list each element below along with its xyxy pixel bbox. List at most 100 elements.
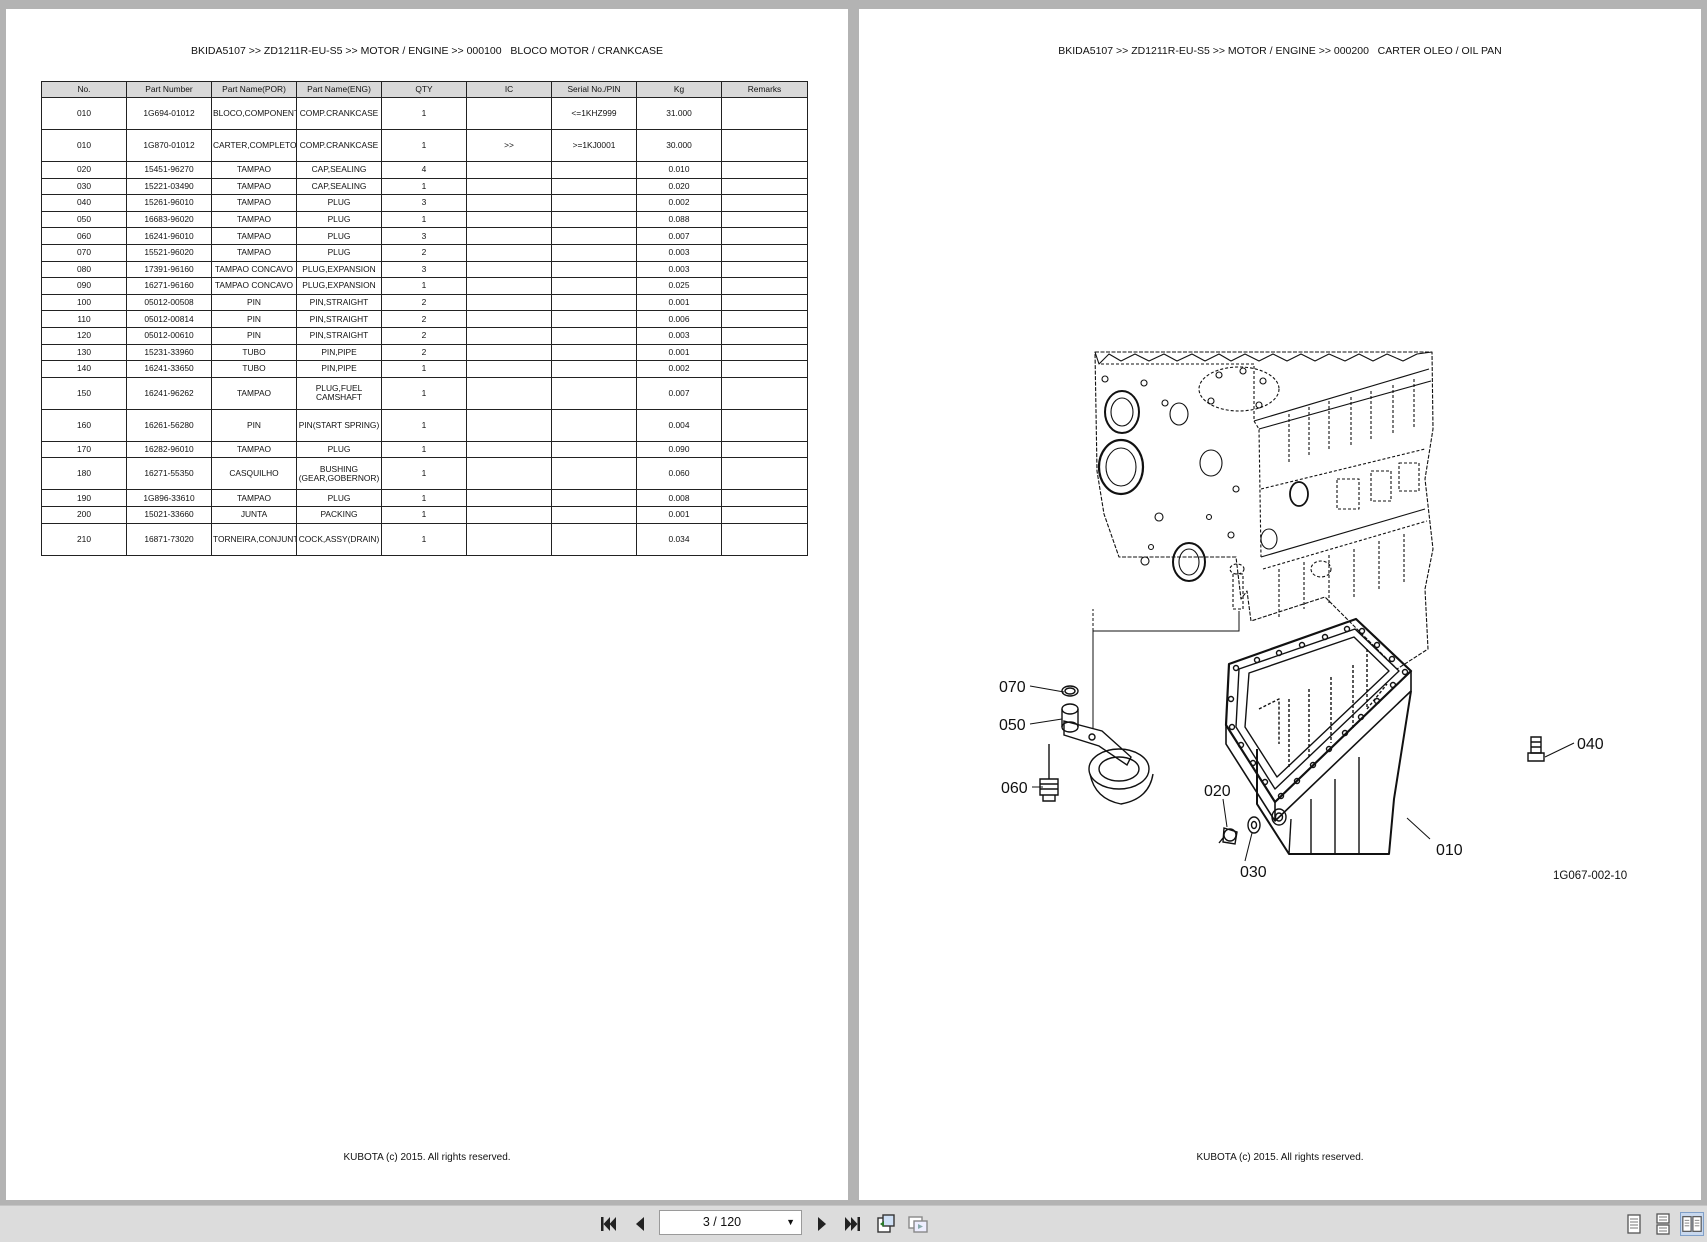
column-header: Remarks (721, 81, 808, 98)
cell-serial (551, 326, 637, 345)
cell-name-eng: PIN,STRAIGHT (296, 293, 382, 312)
cell-ic (466, 457, 552, 491)
column-header: No. (41, 81, 127, 98)
cell-serial (551, 408, 637, 442)
first-page-icon (601, 1217, 616, 1231)
cell-remarks (721, 522, 808, 556)
cell-name-por: BLOCO,COMPONENTE (211, 97, 297, 130)
last-page-button[interactable] (841, 1212, 865, 1236)
engine-block-drawing (1094, 351, 1434, 670)
cell-kg: 0.002 (636, 194, 722, 212)
continuous-view-button[interactable] (1651, 1212, 1675, 1236)
cell-qty: 1 (381, 457, 467, 491)
last-page-icon (845, 1217, 860, 1231)
cell-qty: 4 (381, 161, 467, 179)
cell-part-number: 15021-33660 (126, 505, 212, 524)
single-page-view-button[interactable] (1622, 1212, 1646, 1236)
cell-name-eng: PACKING (296, 505, 382, 524)
column-header: IC (466, 81, 552, 98)
cell-remarks (721, 243, 808, 262)
cell-qty: 1 (381, 97, 467, 130)
presentation-button[interactable] (906, 1212, 930, 1236)
callout-040: 040 (1577, 736, 1604, 753)
cell-ic (466, 227, 552, 245)
cell-ic (466, 210, 552, 229)
cell-qty: 1 (381, 277, 467, 295)
next-page-button[interactable] (810, 1212, 834, 1236)
cell-no: 100 (41, 293, 127, 312)
cell-name-por: TAMPAO (211, 194, 297, 212)
cell-kg: 0.002 (636, 360, 722, 378)
cell-serial (551, 457, 637, 491)
cell-ic (466, 326, 552, 345)
cell-part-number: 16261-56280 (126, 408, 212, 442)
cell-kg: 31.000 (636, 97, 722, 130)
cell-part-number: 15261-96010 (126, 194, 212, 212)
cell-remarks (721, 277, 808, 295)
cell-no: 010 (41, 129, 127, 162)
column-header: Kg (636, 81, 722, 98)
cell-name-eng: CAP,SEALING (296, 161, 382, 179)
oil-pan-exploded-diagram: 070 050 060 020 030 010 040 1G067-002-10 (999, 351, 1627, 882)
cell-kg: 0.034 (636, 522, 722, 556)
cell-no: 150 (41, 376, 127, 410)
cell-name-por: PIN (211, 293, 297, 312)
cell-name-por: PIN (211, 310, 297, 328)
cell-qty: 1 (381, 440, 467, 459)
page-number-text: 3 / 120 (702, 1215, 742, 1229)
cell-qty: 2 (381, 243, 467, 262)
cell-serial (551, 376, 637, 410)
cell-ic (466, 408, 552, 442)
cell-remarks (721, 210, 808, 229)
cell-remarks (721, 260, 808, 279)
chevron-down-icon: ▼ (786, 1217, 795, 1227)
rotate-view-button[interactable] (874, 1212, 898, 1236)
cell-ic (466, 293, 552, 312)
cell-kg: 0.007 (636, 227, 722, 245)
callout-050: 050 (999, 717, 1026, 734)
cell-remarks (721, 293, 808, 312)
cell-qty: 1 (381, 360, 467, 378)
cell-no: 180 (41, 457, 127, 491)
first-page-button[interactable] (596, 1212, 620, 1236)
previous-page-button[interactable] (628, 1212, 652, 1236)
presentation-icon (908, 1216, 928, 1233)
cell-name-eng: PLUG,EXPANSION (296, 260, 382, 279)
continuous-view-icon (1656, 1213, 1670, 1235)
cell-serial (551, 360, 637, 378)
cell-qty: 1 (381, 408, 467, 442)
viewer-toolbar: 3 / 120 ▼ (0, 1205, 1707, 1242)
cell-name-por: TAMPAO (211, 177, 297, 196)
figure-reference: 1G067-002-10 (1553, 870, 1627, 882)
cell-kg: 0.001 (636, 505, 722, 524)
cell-name-eng: PIN,PIPE (296, 360, 382, 378)
cell-no: 090 (41, 277, 127, 295)
cell-part-number: 1G694-01012 (126, 97, 212, 130)
cell-serial (551, 343, 637, 362)
callout-060: 060 (1001, 780, 1028, 797)
cell-no: 120 (41, 326, 127, 345)
cell-name-por: TAMPAO (211, 376, 297, 410)
cell-remarks (721, 310, 808, 328)
cell-part-number: 16241-33650 (126, 360, 212, 378)
cell-qty: 3 (381, 227, 467, 245)
rotate-view-icon (877, 1214, 895, 1233)
cell-serial (551, 522, 637, 556)
facing-pages-view-button[interactable] (1680, 1212, 1704, 1236)
cell-remarks (721, 343, 808, 362)
cell-remarks (721, 326, 808, 345)
cell-name-por: TAMPAO (211, 489, 297, 507)
column-header: Serial No./PIN (551, 81, 637, 98)
cell-no: 190 (41, 489, 127, 507)
page-number-selector[interactable]: 3 / 120 ▼ (659, 1210, 802, 1235)
